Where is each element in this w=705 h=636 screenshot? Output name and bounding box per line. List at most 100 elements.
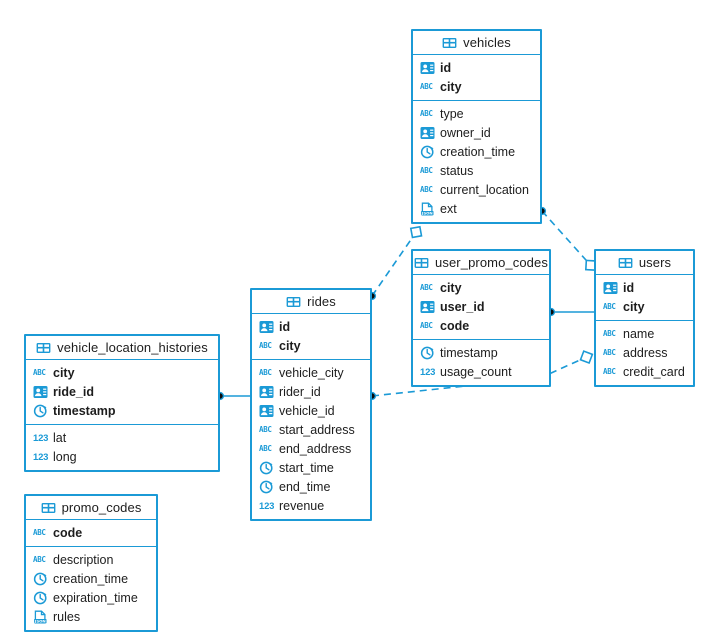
field-row[interactable]: expiration_time [26, 588, 156, 607]
svg-text:JSON: JSON [421, 210, 433, 215]
field-name: timestamp [53, 403, 116, 418]
field-name: ext [440, 201, 457, 216]
field-row[interactable]: vehicle_id [252, 401, 370, 420]
key-id-icon [259, 404, 274, 418]
field-name: end_address [279, 441, 352, 456]
field-name: user_id [440, 299, 485, 314]
field-name: id [623, 280, 635, 295]
field-row[interactable]: id [252, 317, 370, 336]
field-name: lat [53, 430, 67, 445]
json-doc-icon: JSON [33, 610, 48, 624]
field-row[interactable]: user_id [413, 297, 549, 316]
field-name: owner_id [440, 125, 491, 140]
field-name: long [53, 449, 77, 464]
field-row[interactable]: ride_id [26, 382, 218, 401]
field-row[interactable]: timestamp [26, 401, 218, 420]
field-row[interactable]: creation_time [26, 569, 156, 588]
field-name: vehicle_city [279, 365, 344, 380]
field-name: ride_id [53, 384, 94, 399]
relationship-edge-vehicle_location_histories-rides[interactable] [215, 391, 250, 401]
entity-header[interactable]: users [596, 251, 693, 275]
field-name: city [53, 365, 75, 380]
abc-text-icon: ABC [259, 443, 272, 453]
field-name: city [440, 79, 462, 94]
field-row[interactable]: end_time [252, 477, 370, 496]
field-name: credit_card [623, 364, 685, 379]
abc-text-icon: ABC [259, 367, 272, 377]
field-name: address [623, 345, 668, 360]
entity-header[interactable]: user_promo_codes [413, 251, 549, 275]
abc-text-icon: ABC [259, 424, 272, 434]
field-row[interactable]: id [413, 58, 540, 77]
abc-text-icon: ABC [420, 320, 433, 330]
abc-text-icon: ABC [603, 328, 616, 338]
field-row[interactable]: ABC status [413, 161, 540, 180]
field-row[interactable]: ABC end_address [252, 439, 370, 458]
abc-text-icon: ABC [420, 165, 433, 175]
field-row[interactable]: ABC code [413, 316, 549, 335]
entity-title: vehicles [463, 35, 511, 50]
entity-header[interactable]: vehicle_location_histories [26, 336, 218, 360]
field-name: code [53, 525, 83, 540]
clock-icon [259, 461, 274, 475]
field-row[interactable]: JSON ext [413, 199, 540, 218]
field-row[interactable]: owner_id [413, 123, 540, 142]
abc-text-icon: ABC [33, 554, 46, 564]
field-row[interactable]: ABC start_address [252, 420, 370, 439]
abc-text-icon: ABC [33, 527, 46, 537]
table-grid-icon [41, 501, 56, 515]
field-name: timestamp [440, 345, 498, 360]
entity-header[interactable]: rides [252, 290, 370, 314]
field-row[interactable]: ABC credit_card [596, 362, 693, 381]
entity-header[interactable]: promo_codes [26, 496, 156, 520]
relationship-edge-user_promo_codes-users[interactable] [546, 307, 594, 317]
field-row[interactable]: creation_time [413, 142, 540, 161]
field-name: id [279, 319, 291, 334]
field-row[interactable]: ABC vehicle_city [252, 363, 370, 382]
abc-text-icon: ABC [420, 81, 433, 91]
field-name: status [440, 163, 474, 178]
field-row[interactable]: timestamp [413, 343, 549, 362]
field-row[interactable]: ABC city [413, 77, 540, 96]
field-row[interactable]: ABC code [26, 523, 156, 542]
field-row[interactable]: rider_id [252, 382, 370, 401]
field-row[interactable]: id [596, 278, 693, 297]
abc-text-icon: ABC [603, 366, 616, 376]
entity-title: users [638, 255, 672, 270]
field-row[interactable]: start_time [252, 458, 370, 477]
field-name: start_address [279, 422, 355, 437]
field-name: rider_id [279, 384, 321, 399]
entity-header[interactable]: vehicles [413, 31, 540, 55]
field-name: current_location [440, 182, 529, 197]
field-name: city [440, 280, 462, 295]
field-name: start_time [279, 460, 334, 475]
table-grid-icon [286, 295, 301, 309]
edge-endpoint-square [579, 350, 594, 365]
field-name: code [440, 318, 470, 333]
